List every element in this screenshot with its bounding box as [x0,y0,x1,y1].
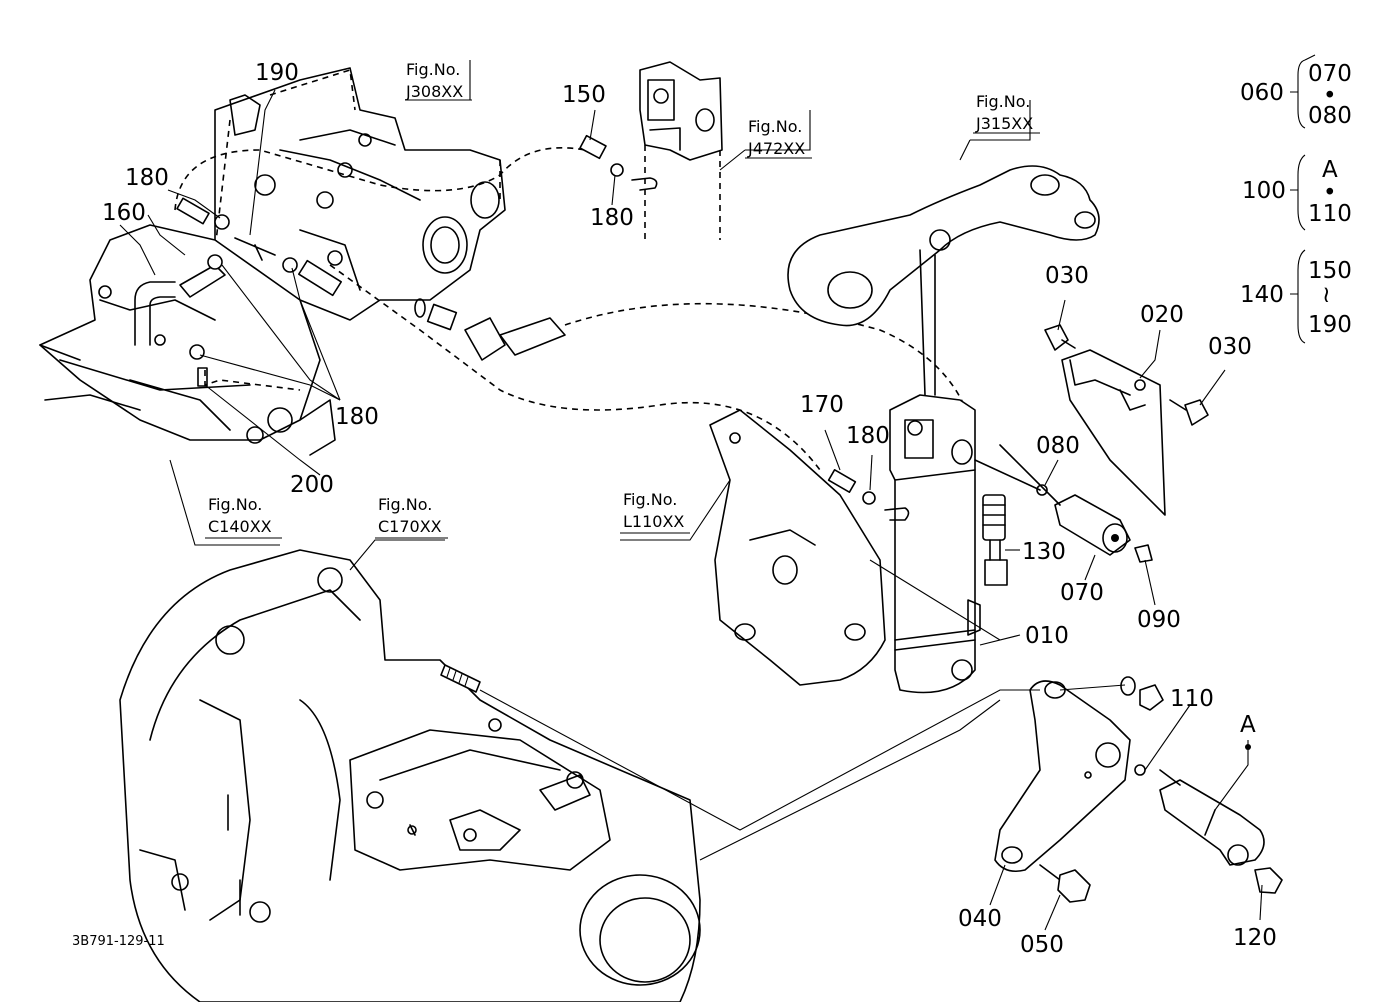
fig-c140-line2: C140XX [208,517,272,536]
pin-A [1134,764,1283,894]
bolt-030-left [1044,324,1076,351]
label-120: 120 [1233,925,1277,951]
grease-nipple-110 [1134,764,1146,776]
label-170: 170 [800,392,844,418]
fig-j315-line2: J315XX [975,114,1033,133]
hose-150 [579,134,607,160]
pin-070 [1036,484,1153,563]
label-010: 010 [1025,623,1069,649]
upper-link-bracket [639,61,723,240]
group-100-sep: • [1323,180,1337,206]
drawing-code: 3B791-129-11 [72,934,165,949]
leader-lines [119,60,1263,931]
bolt-090 [1134,544,1153,563]
hose-route-mid [564,302,971,421]
label-180-b: 180 [335,404,379,430]
bolt-030-right [1169,399,1209,426]
hose-short [297,259,343,297]
fig-c170-line1: Fig.No. [378,495,432,514]
cylinder-mount-bracket [709,409,886,686]
clamp-180-top [610,163,624,177]
part-number-labels: 190 180 160 180 200 150 180 030 020 030 … [102,60,1277,958]
lift-arm [787,165,1100,396]
label-A: A [1240,712,1256,738]
hose-130 [982,494,1008,586]
fitting-chain [414,298,566,361]
label-180-d: 180 [846,423,890,449]
group-140-top: 150 [1308,258,1352,284]
label-190: 190 [255,60,299,86]
label-040: 040 [958,906,1002,932]
label-090: 090 [1137,607,1181,633]
label-030-b: 030 [1208,334,1252,360]
grease-nipple-080 [1036,484,1048,496]
fig-j308-line1: Fig.No. [406,60,460,79]
group-060-sep: • [1323,83,1337,109]
label-200: 200 [290,472,334,498]
fig-j315-line1: Fig.No. [976,92,1030,111]
hose-route-top [174,147,586,211]
label-180-a: 180 [125,165,169,191]
group-100-parent: 100 [1242,178,1286,204]
label-160: 160 [102,200,146,226]
label-150: 150 [562,82,606,108]
transmission-top-plate [39,224,336,456]
cover-plate [1061,349,1166,516]
bolt-050 [1039,864,1091,903]
nut-washer [1120,676,1164,711]
stud-bolt [440,664,481,693]
fig-j308-line2: J308XX [405,82,463,101]
group-140-parent: 140 [1240,282,1284,308]
group-140-sep: ≀ [1322,282,1331,308]
fig-c140-line1: Fig.No. [208,495,262,514]
hose-190 [179,264,226,298]
group-140-bottom: 190 [1308,312,1352,338]
label-070: 070 [1060,580,1104,606]
lower-bracket-040 [994,680,1131,873]
hose-170 [827,469,857,493]
group-100-bottom: 110 [1308,201,1352,227]
fig-c170-line2: C170XX [378,517,442,536]
group-060-parent: 060 [1240,80,1284,106]
label-050: 050 [1020,932,1064,958]
group-key-100: 100 A • 110 [1242,154,1352,231]
label-020: 020 [1140,302,1184,328]
group-060-bottom: 080 [1308,103,1352,129]
clamp-180-right [862,491,876,505]
fig-j472-line2: J472XX [747,139,805,158]
label-180-c: 180 [590,205,634,231]
label-110: 110 [1170,686,1214,712]
group-key-140: 140 150 ≀ 190 [1240,249,1352,344]
hose-route-low [329,264,821,471]
fig-l110-line2: L110XX [623,512,684,531]
label-030-a: 030 [1045,263,1089,289]
group-100-top: A [1322,157,1338,183]
bolt-120 [1254,867,1283,894]
label-080: 080 [1036,433,1080,459]
transmission-case [119,549,701,1002]
label-130: 130 [1022,539,1066,565]
fig-j472-line1: Fig.No. [748,117,802,136]
fig-l110-line1: Fig.No. [623,490,677,509]
label-A-dot [1245,744,1251,750]
group-key-060: 060 070 • 080 [1240,54,1352,129]
group-060-top: 070 [1308,61,1352,87]
pipe-160 [134,281,176,346]
figure-references: Fig.No. J308XX Fig.No. J472XX Fig.No. J3… [205,60,1040,539]
lift-cylinder [889,394,981,694]
